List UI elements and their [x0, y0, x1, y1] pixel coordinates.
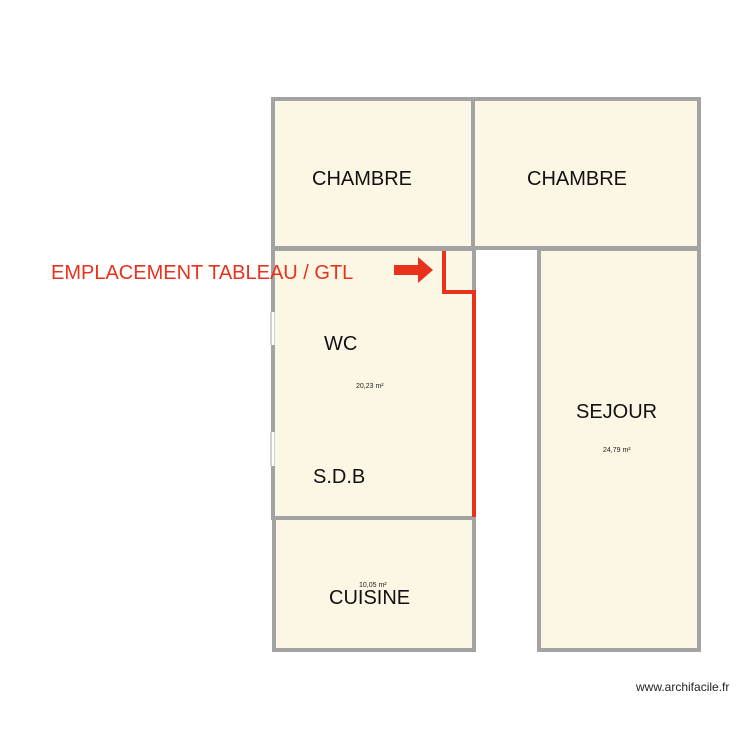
room-name-sejour: SEJOUR: [576, 401, 657, 423]
room-name-chambre-left: CHAMBRE: [312, 168, 412, 190]
gtl-route-line: [442, 251, 476, 517]
room-cuisine: [272, 516, 476, 652]
room-name-chambre-right: CHAMBRE: [527, 168, 627, 190]
room-name-sdb: S.D.B: [313, 466, 365, 488]
room-chambre-right: [471, 97, 701, 250]
archifacile-credit: www.archifacile.fr: [636, 680, 730, 694]
room-sejour: [537, 247, 701, 652]
room-name-wc: WC: [324, 333, 357, 355]
room-area-cuisine: 10,05 m²: [359, 582, 387, 589]
room-wc-sdb: [271, 247, 476, 520]
right-arrow-icon: [394, 257, 433, 283]
gtl-annotation-label: EMPLACEMENT TABLEAU / GTL: [51, 262, 353, 284]
room-chambre-left: [271, 97, 475, 250]
room-area-wc-sdb: 20,23 m²: [356, 383, 384, 390]
room-name-cuisine: CUISINE: [329, 587, 410, 609]
room-area-sejour: 24,79 m²: [603, 447, 631, 454]
